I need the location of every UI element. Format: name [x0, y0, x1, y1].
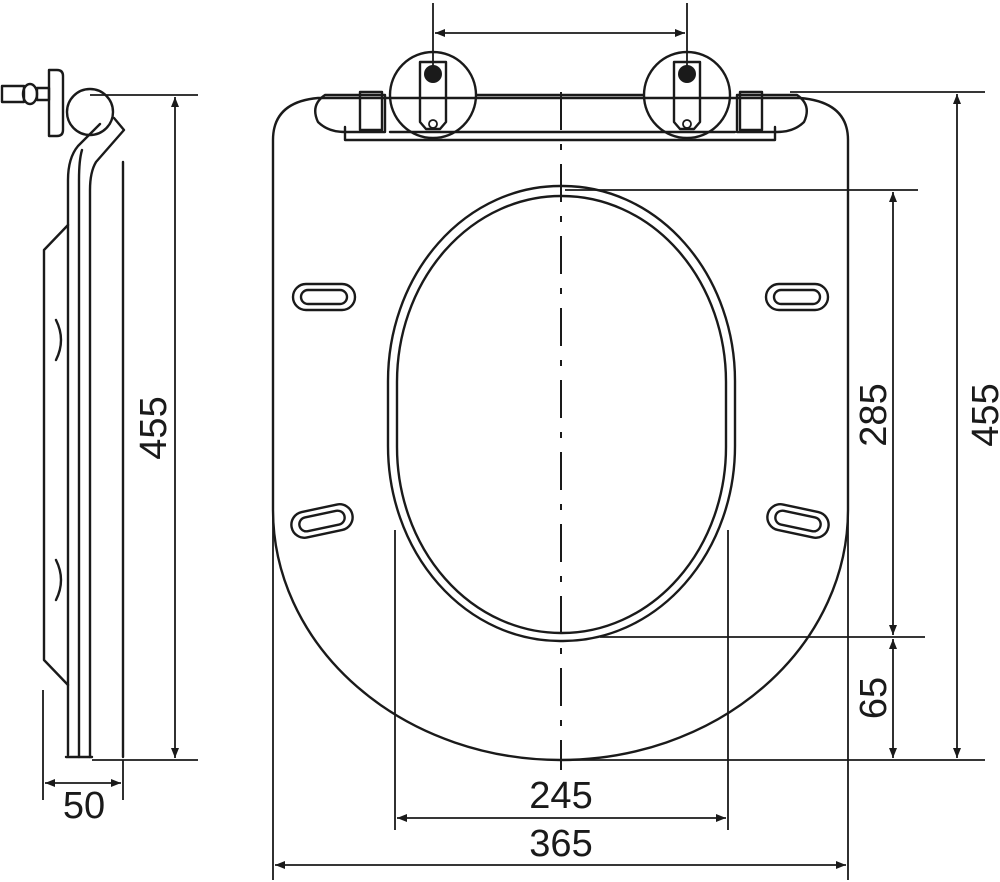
side-height-label: 455	[133, 396, 175, 459]
side-view: 455 50	[0, 68, 198, 827]
front-rim-label: 65	[853, 677, 895, 719]
bumper-slots	[290, 282, 830, 539]
hinge-assembly	[314, 50, 808, 142]
seat-profile-inner	[66, 122, 102, 757]
overall-width-label: 365	[529, 823, 592, 865]
top-view: 285 65 455 245 365	[271, 3, 1000, 880]
seat-outline	[271, 96, 850, 762]
opening-width-label: 245	[529, 775, 592, 817]
seat-profile-outer	[88, 116, 126, 759]
opening-length-label: 285	[853, 383, 895, 446]
side-thickness-label: 50	[63, 785, 105, 827]
overall-length-label: 455	[965, 383, 1000, 446]
